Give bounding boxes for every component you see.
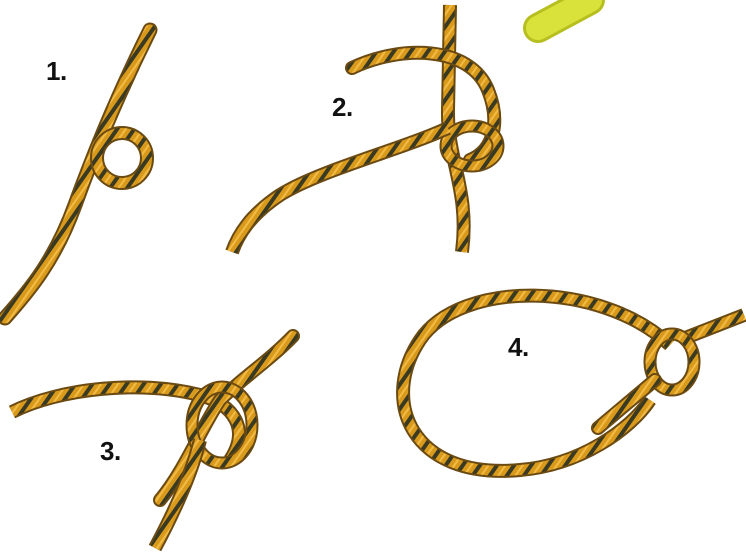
step-label-3: 3. xyxy=(100,436,121,467)
yellow-rope xyxy=(538,0,590,28)
step-label-1: 1. xyxy=(46,56,67,87)
step-4-rope xyxy=(403,296,744,471)
step-2-rope xyxy=(232,5,498,252)
step-label-4: 4. xyxy=(508,332,529,363)
step-1-rope xyxy=(5,30,150,318)
step-label-2: 2. xyxy=(332,92,353,123)
step-3-rope xyxy=(12,336,293,548)
